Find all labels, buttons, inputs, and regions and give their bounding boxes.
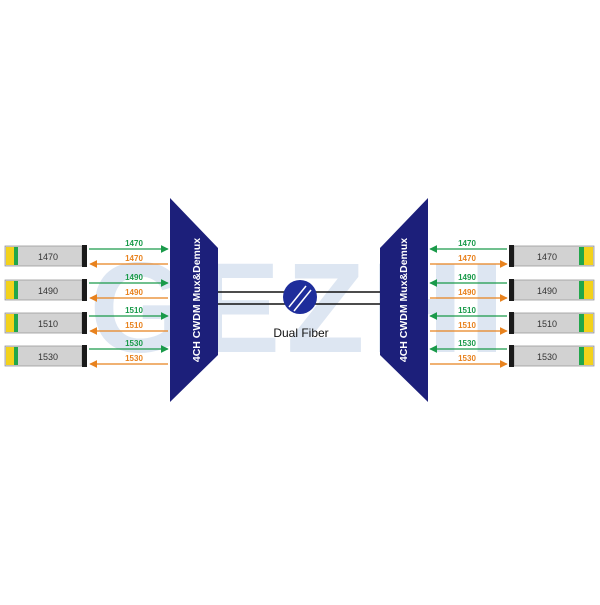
module-label-right: 1530 — [537, 352, 557, 362]
latch-green-right — [579, 247, 584, 265]
wavelength-label-rx-left: 1490 — [125, 288, 143, 297]
wavelength-label-tx-left: 1490 — [125, 273, 143, 282]
module-label-left: 1530 — [38, 352, 58, 362]
connector-left — [82, 245, 87, 267]
latch-yellow-left — [6, 281, 14, 299]
module-label-left: 1490 — [38, 286, 58, 296]
latch-green-left — [14, 281, 18, 299]
mux-label-right: 4CH CWDM Mux&Demux — [398, 238, 410, 362]
fiber-label: Dual Fiber — [273, 326, 328, 340]
wavelength-label-tx-left: 1530 — [125, 339, 143, 348]
connector-right — [509, 312, 514, 334]
latch-green-right — [579, 347, 584, 365]
latch-yellow-left — [6, 347, 14, 365]
module-label-right: 1510 — [537, 319, 557, 329]
latch-yellow-left — [6, 247, 14, 265]
latch-yellow-left — [6, 314, 14, 332]
connector-left — [82, 279, 87, 301]
mux-demux-right — [380, 198, 428, 402]
connector-left — [82, 345, 87, 367]
wavelength-label-rx-right: 1510 — [458, 321, 476, 330]
latch-yellow-right — [584, 347, 593, 365]
wavelength-label-tx-right: 1470 — [458, 239, 476, 248]
latch-green-left — [14, 247, 18, 265]
connector-right — [509, 345, 514, 367]
connector-right — [509, 279, 514, 301]
module-label-right: 1490 — [537, 286, 557, 296]
latch-green-left — [14, 314, 18, 332]
connector-left — [82, 312, 87, 334]
wavelength-label-tx-right: 1530 — [458, 339, 476, 348]
wavelength-label-tx-left: 1470 — [125, 239, 143, 248]
module-label-left: 1510 — [38, 319, 58, 329]
mux-label-left: 4CH CWDM Mux&Demux — [191, 238, 203, 362]
latch-yellow-right — [584, 314, 593, 332]
wavelength-label-rx-right: 1530 — [458, 354, 476, 363]
wavelength-label-rx-left: 1510 — [125, 321, 143, 330]
wavelength-label-rx-right: 1490 — [458, 288, 476, 297]
mux-demux-left — [170, 198, 218, 402]
latch-yellow-right — [584, 247, 593, 265]
module-label-right: 1470 — [537, 252, 557, 262]
wavelength-label-rx-right: 1470 — [458, 254, 476, 263]
connector-right — [509, 245, 514, 267]
module-label-left: 1470 — [38, 252, 58, 262]
fiber-ball-icon — [283, 280, 317, 314]
wavelength-label-rx-left: 1470 — [125, 254, 143, 263]
wavelength-label-tx-left: 1510 — [125, 306, 143, 315]
latch-green-right — [579, 281, 584, 299]
latch-green-left — [14, 347, 18, 365]
latch-yellow-right — [584, 281, 593, 299]
wavelength-label-tx-right: 1490 — [458, 273, 476, 282]
wavelength-label-rx-left: 1530 — [125, 354, 143, 363]
latch-green-right — [579, 314, 584, 332]
wavelength-label-tx-right: 1510 — [458, 306, 476, 315]
